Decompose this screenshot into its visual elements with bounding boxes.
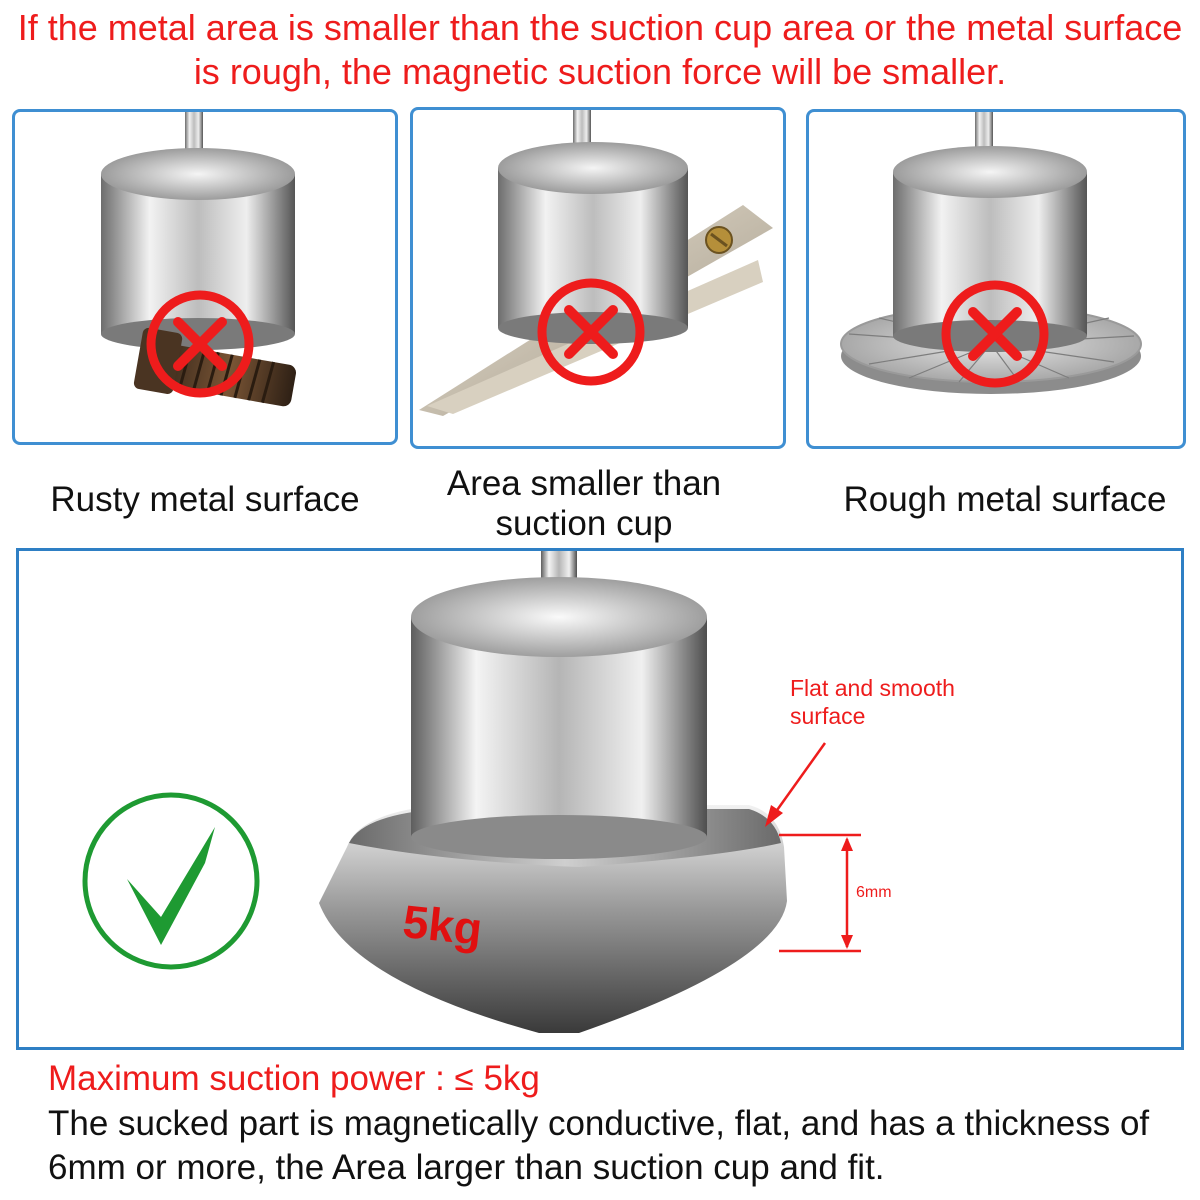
weight-label: 5kg — [400, 894, 485, 955]
cross-icon — [146, 290, 254, 398]
cross-icon — [941, 280, 1049, 388]
headline: If the metal area is smaller than the su… — [17, 7, 1183, 92]
magnet-on-rusty-bolt-illustration — [101, 112, 296, 407]
magnet-on-flat-block-illustration — [82, 551, 861, 1033]
magnet-on-scissors-illustration — [419, 110, 773, 416]
panel-rough-surface — [806, 109, 1186, 449]
flat-surface-callout: Flat and smooth surface — [790, 675, 955, 729]
panel-caption-rough: Rough metal surface — [843, 480, 1167, 519]
checkmark-icon — [82, 792, 260, 970]
requirements-text: The sucked part is magnetically conducti… — [48, 1104, 1150, 1187]
max-suction-title: Maximum suction power : ≤ 5kg — [48, 1059, 540, 1098]
callout-arrow — [773, 742, 827, 814]
cross-icon — [537, 278, 645, 386]
panel-rusty-surface — [12, 109, 398, 445]
thickness-label: 6mm — [856, 884, 892, 901]
magnet-on-rough-disk-illustration — [840, 112, 1142, 394]
thickness-dimension — [779, 833, 861, 953]
panel-caption-small-area: Area smaller than suction cup — [446, 464, 722, 543]
panel-small-area — [410, 107, 786, 449]
panel-caption-rusty: Rusty metal surface — [50, 480, 360, 519]
main-correct-usage-panel — [16, 548, 1184, 1050]
